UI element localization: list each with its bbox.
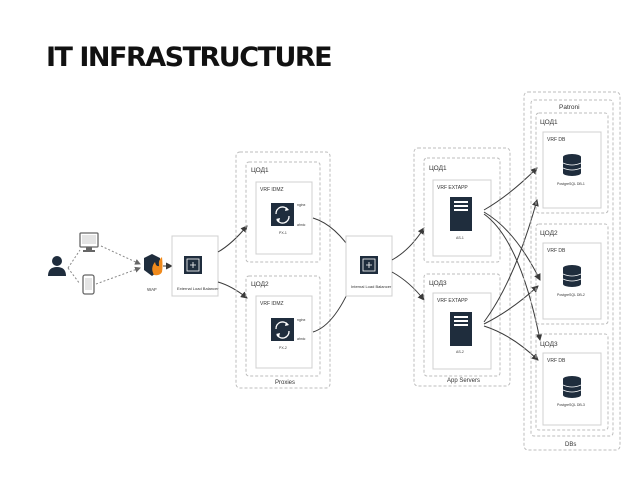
proxies-group xyxy=(235,151,331,389)
db3-node-label: PostgreSQL DB-3 xyxy=(557,403,585,407)
db2-database-icon xyxy=(562,265,582,287)
desktop-waf-link xyxy=(100,245,141,265)
as1-node-label: AS-1 xyxy=(456,236,464,240)
app-servers-group-label: App Servers xyxy=(447,378,480,384)
db1-database-icon xyxy=(562,154,582,176)
patroni-label: Patroni xyxy=(559,104,580,111)
as-dc3-vrf-label: VRF EXTAPP xyxy=(437,298,468,304)
db3-database-icon xyxy=(562,376,582,398)
db-dc1-box xyxy=(535,112,609,214)
proxies-dc1-label: ЦОД1 xyxy=(251,167,269,174)
px1-tag-2: ahnic xyxy=(297,223,306,227)
db-dc2-vrf-label: VRF DB xyxy=(547,248,566,254)
proxies-dc2-label: ЦОД2 xyxy=(251,281,269,288)
px2-tag-2: ahnic xyxy=(297,337,306,341)
int-lb-label: Internal Load Balancer xyxy=(351,284,392,289)
elb-to-px2-arrow xyxy=(217,281,248,299)
db-dc1-label: ЦОД1 xyxy=(540,119,558,126)
as-dc1-label: ЦОД1 xyxy=(429,165,447,172)
mobile-waf-link xyxy=(95,266,141,285)
px1-proxy-icon xyxy=(271,203,294,226)
waf-firewall-icon xyxy=(144,254,163,276)
as-dc1-vrf-label: VRF EXTAPP xyxy=(437,185,468,191)
px2-node-label: PX-2 xyxy=(279,346,287,350)
as-to-db-arrows xyxy=(483,167,543,361)
ext-load-balancer-icon xyxy=(184,256,202,274)
as-dc3-box xyxy=(423,273,501,377)
db-dc1-vrf-label: VRF DB xyxy=(547,137,566,143)
as1-server-icon xyxy=(450,197,472,231)
db-dc2-box xyxy=(535,223,609,325)
user-icon xyxy=(48,256,66,276)
user-mobile-link xyxy=(67,267,81,285)
as-dc1-box xyxy=(423,157,501,263)
patroni-cluster-box xyxy=(530,99,614,437)
px1-node-label: PX-1 xyxy=(279,231,287,235)
user-desktop-link xyxy=(67,249,81,269)
proxies-dc2-box xyxy=(245,275,321,377)
desktop-icon xyxy=(79,232,99,252)
as-dc3-label: ЦОД3 xyxy=(429,280,447,287)
db-dc3-box xyxy=(535,333,609,431)
db2-node-label: PostgreSQL DB-2 xyxy=(557,293,585,297)
int-load-balancer-icon xyxy=(360,256,378,274)
mobile-icon xyxy=(82,274,95,295)
px1-tag-1: nginx xyxy=(297,203,306,207)
px2-tag-1: nginx xyxy=(297,318,306,322)
proxies-dc1-box xyxy=(245,161,321,263)
db-dc2-label: ЦОД2 xyxy=(540,230,558,237)
page-title: IT INFRASTRUCTURE xyxy=(46,42,333,73)
px2-proxy-icon xyxy=(271,318,294,341)
ilb-to-as2-arrow xyxy=(391,271,425,301)
db-dc3-vrf-label: VRF DB xyxy=(547,358,566,364)
waf-label: WAF xyxy=(147,287,157,292)
db-dc3-label: ЦОД3 xyxy=(540,341,558,348)
as2-node-label: AS-2 xyxy=(456,350,464,354)
proxies-dc2-vrf-label: VRF IDMZ xyxy=(260,301,284,307)
db1-node-label: PostgreSQL DB-1 xyxy=(557,182,585,186)
proxies-dc1-vrf-label: VRF IDMZ xyxy=(260,187,284,193)
ilb-to-as1-arrow xyxy=(391,227,425,261)
dbs-group-label: DBs xyxy=(565,442,576,448)
as2-server-icon xyxy=(450,312,472,346)
ext-lb-label: External Load Balancer xyxy=(177,286,219,291)
proxies-group-label: Proxies xyxy=(275,380,295,386)
elb-to-px1-arrow xyxy=(217,225,248,253)
